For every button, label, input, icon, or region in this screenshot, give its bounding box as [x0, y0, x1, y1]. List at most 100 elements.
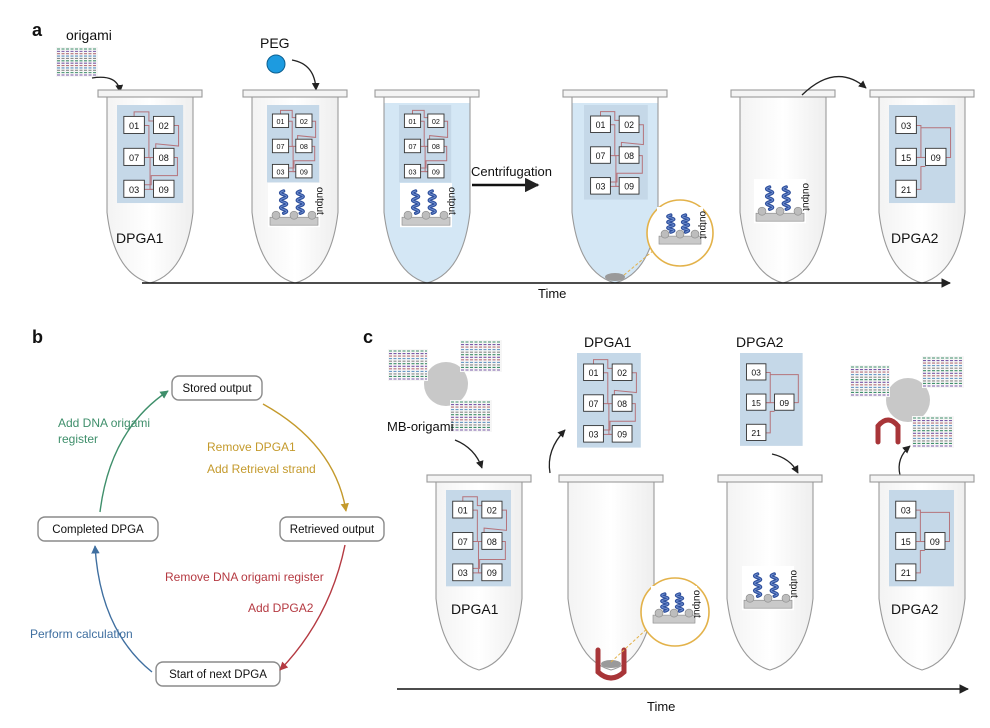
gate-label: 15 [901, 153, 911, 163]
gate-label: 07 [277, 142, 285, 151]
zoom-connector [623, 244, 661, 276]
bead [654, 608, 664, 618]
gate-wire [613, 372, 637, 397]
peg-label: PEG [260, 35, 290, 51]
gate-wire [288, 145, 316, 169]
gate-wire [920, 511, 950, 543]
bead [793, 206, 803, 216]
gate-label: 08 [624, 151, 634, 161]
cycle-edge-completed-to-stored [99, 390, 169, 513]
gate-wire [765, 410, 775, 434]
origami-thumbnail [56, 47, 98, 77]
origami-label: origami [66, 27, 112, 43]
gate-box [452, 563, 474, 582]
gate-box [295, 113, 313, 128]
gate-box [427, 138, 445, 154]
output-block-zoom-c: output [651, 586, 702, 626]
gate-wire [420, 145, 448, 169]
bead [775, 206, 785, 216]
gate-label: 01 [458, 506, 468, 516]
origami-image [388, 349, 428, 381]
output-label: output [788, 570, 799, 598]
tube-cap [717, 474, 823, 483]
pellet [601, 660, 621, 668]
gate-wire [288, 120, 296, 147]
arrow-peg-into-tube [291, 59, 320, 91]
tube-cap [562, 89, 668, 98]
output-block-stored: output [754, 179, 811, 224]
gate-box [925, 147, 947, 166]
output-block-liquid: output [400, 183, 457, 228]
gate-box [452, 532, 474, 550]
panel-c-letter: c [363, 327, 373, 347]
origami-background [460, 340, 502, 372]
gate-box [123, 179, 145, 198]
gate-label: 03 [589, 430, 599, 440]
gate-wire [144, 156, 178, 186]
gate-box [583, 394, 604, 412]
gate-label: 08 [432, 142, 440, 151]
gate-wire [472, 509, 482, 543]
arrow-chip-out-of-tube [548, 429, 566, 474]
bead [684, 608, 694, 618]
edge-label-register: register [58, 432, 98, 446]
origami-background [912, 416, 954, 448]
gate-box [123, 147, 145, 166]
gate-label: 21 [751, 428, 761, 438]
gate-wire [133, 111, 154, 122]
gate-box [403, 113, 422, 128]
gate-box [123, 115, 145, 134]
gate-label: 07 [409, 142, 417, 151]
gate-box [153, 115, 175, 134]
gate-box [271, 138, 290, 154]
gate-box [590, 146, 611, 164]
gate-label: 03 [901, 506, 911, 516]
gate-label: 02 [300, 117, 308, 126]
gate-box [618, 146, 640, 164]
bead [271, 210, 281, 220]
gate-label: 02 [617, 368, 627, 378]
bead [421, 210, 431, 220]
gate-wire [920, 127, 952, 158]
origami-image [850, 365, 890, 397]
gate-label: 09 [617, 430, 627, 440]
edge-label-add-origami: Add DNA origami [58, 416, 150, 430]
gate-box [271, 113, 290, 128]
magnet-icon [875, 417, 901, 445]
bead [660, 229, 670, 239]
gate-wire [483, 509, 507, 535]
gate-label: 09 [930, 537, 940, 547]
dna-helix-highlight [296, 190, 304, 214]
gate-box [618, 177, 640, 195]
gate-label: 03 [277, 167, 285, 176]
cycle-node-stored-label: Stored output [182, 383, 252, 395]
gate-label: 21 [901, 185, 911, 195]
dpga1-label-c-top: DPGA1 [584, 334, 632, 350]
gate-wire [420, 120, 428, 147]
cycle-node-retrieved: Retrieved output [279, 516, 385, 542]
origami-image [450, 400, 492, 432]
gate-label: 01 [277, 117, 285, 126]
gate-box [481, 563, 503, 582]
gate-label: 15 [751, 398, 761, 408]
bead [439, 210, 449, 220]
gate-box [611, 394, 633, 412]
gate-label: 09 [779, 398, 789, 408]
gate-label: 15 [901, 537, 911, 547]
gate-label: 07 [129, 153, 139, 163]
cycle-node-completed-label: Completed DPGA [52, 524, 144, 536]
origami-background [450, 400, 492, 432]
gate-box [452, 500, 474, 519]
gate-box [895, 563, 917, 582]
tube-cap [558, 474, 664, 483]
output-block-peg: output [268, 183, 325, 228]
gate-box [895, 179, 917, 198]
origami-image [56, 47, 98, 77]
gate-box [481, 500, 503, 519]
bead [781, 593, 791, 603]
gate-box [611, 425, 633, 443]
gate-label: 07 [596, 151, 606, 161]
gate-box [746, 363, 767, 381]
gate-wire [593, 359, 613, 369]
